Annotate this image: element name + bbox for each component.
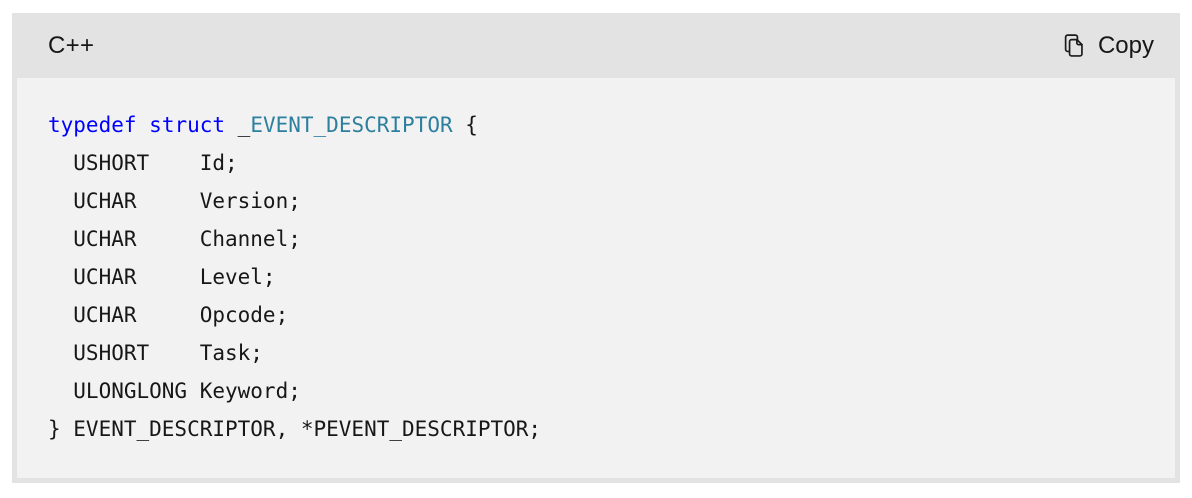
code-block-header: C++ Copy bbox=[12, 13, 1180, 78]
code-line: UCHAR Version; bbox=[48, 189, 301, 213]
copy-button[interactable]: Copy bbox=[1058, 28, 1156, 64]
code-line: USHORT Task; bbox=[48, 341, 263, 365]
language-label: C++ bbox=[48, 31, 95, 59]
code-line: } EVENT_DESCRIPTOR, *PEVENT_DESCRIPTOR; bbox=[48, 417, 542, 441]
code-line: USHORT Id; bbox=[48, 151, 238, 175]
code-line: UCHAR Opcode; bbox=[48, 303, 289, 327]
code-area: typedef struct _EVENT_DESCRIPTOR { USHOR… bbox=[17, 78, 1175, 478]
code-line: UCHAR Channel; bbox=[48, 227, 301, 251]
code-line: typedef struct _EVENT_DESCRIPTOR { bbox=[48, 113, 478, 137]
code-content: typedef struct _EVENT_DESCRIPTOR { USHOR… bbox=[17, 78, 1175, 448]
code-line: UCHAR Level; bbox=[48, 265, 276, 289]
copy-icon bbox=[1060, 32, 1087, 59]
code-block: C++ Copy typedef struct _EVENT_DESCRIPTO… bbox=[12, 13, 1180, 483]
code-line: ULONGLONG Keyword; bbox=[48, 379, 301, 403]
copy-button-label: Copy bbox=[1097, 31, 1154, 59]
